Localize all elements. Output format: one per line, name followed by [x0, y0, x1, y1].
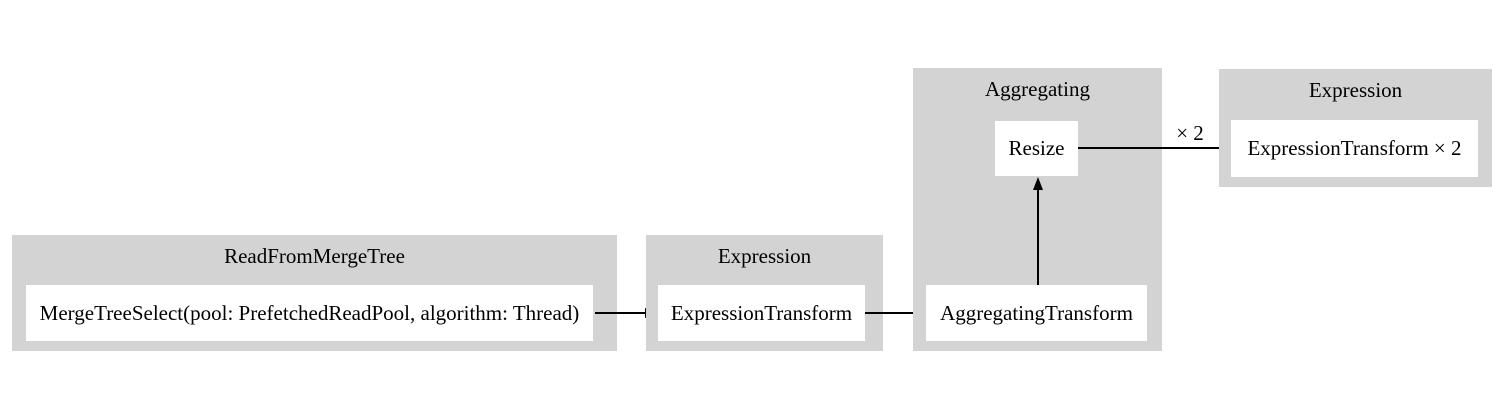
cluster-title-aggregating: Aggregating — [985, 76, 1090, 101]
cluster-title-read-from-merge-tree: ReadFromMergeTree — [224, 243, 405, 268]
node-label-merge-tree-select: MergeTreeSelect(pool: PrefetchedReadPool… — [39, 300, 580, 325]
edge-line-expression-to-aggregating — [865, 312, 916, 314]
cluster-title-expression-1: Expression — [717, 243, 812, 268]
cluster-read-from-merge-tree: ReadFromMergeTree MergeTreeSelect(pool: … — [12, 235, 617, 351]
cluster-expression-2: Expression ExpressionTransform × 2 — [1219, 69, 1492, 187]
node-expression-transform: ExpressionTransform — [658, 285, 865, 341]
cluster-expression-1: Expression ExpressionTransform — [646, 235, 883, 351]
edge-line-select-to-expression — [595, 312, 647, 314]
node-aggregating-transform: AggregatingTransform — [926, 285, 1147, 341]
node-label-expression-transform-x2: ExpressionTransform × 2 — [1247, 136, 1462, 160]
node-label-expression-transform: ExpressionTransform — [670, 300, 853, 325]
node-label-aggregating-transform: AggregatingTransform — [940, 300, 1133, 325]
node-merge-tree-select: MergeTreeSelect(pool: PrefetchedReadPool… — [26, 285, 593, 341]
edge-line-aggregating-to-resize — [1037, 189, 1039, 285]
edge-label-times-2: × 2 — [1176, 121, 1204, 145]
edge-line-resize-to-expression2 — [1078, 147, 1220, 149]
node-resize: Resize — [995, 121, 1078, 176]
edge-arrowhead-aggregating-to-resize — [1033, 177, 1043, 190]
cluster-title-expression-2: Expression — [1308, 77, 1403, 102]
node-expression-transform-x2: ExpressionTransform × 2 — [1231, 120, 1478, 177]
node-label-resize: Resize — [1008, 136, 1065, 160]
